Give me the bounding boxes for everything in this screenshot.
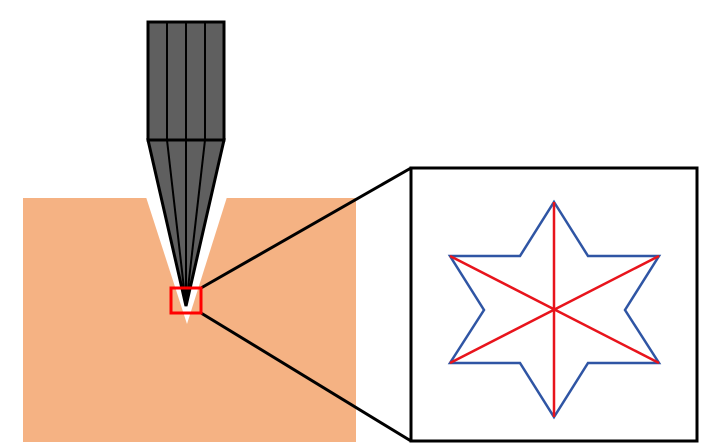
highlight-box	[169, 286, 203, 315]
tool-edge-line	[166, 139, 187, 307]
tool-edge-line	[185, 139, 206, 307]
magnified-inset	[409, 166, 699, 443]
zoom-leader-top	[200, 166, 412, 290]
zoom-leader-bottom	[200, 311, 412, 443]
cutting-tool	[146, 20, 226, 307]
star-diagonal-right	[449, 254, 660, 365]
zoom-leaders	[200, 166, 412, 443]
